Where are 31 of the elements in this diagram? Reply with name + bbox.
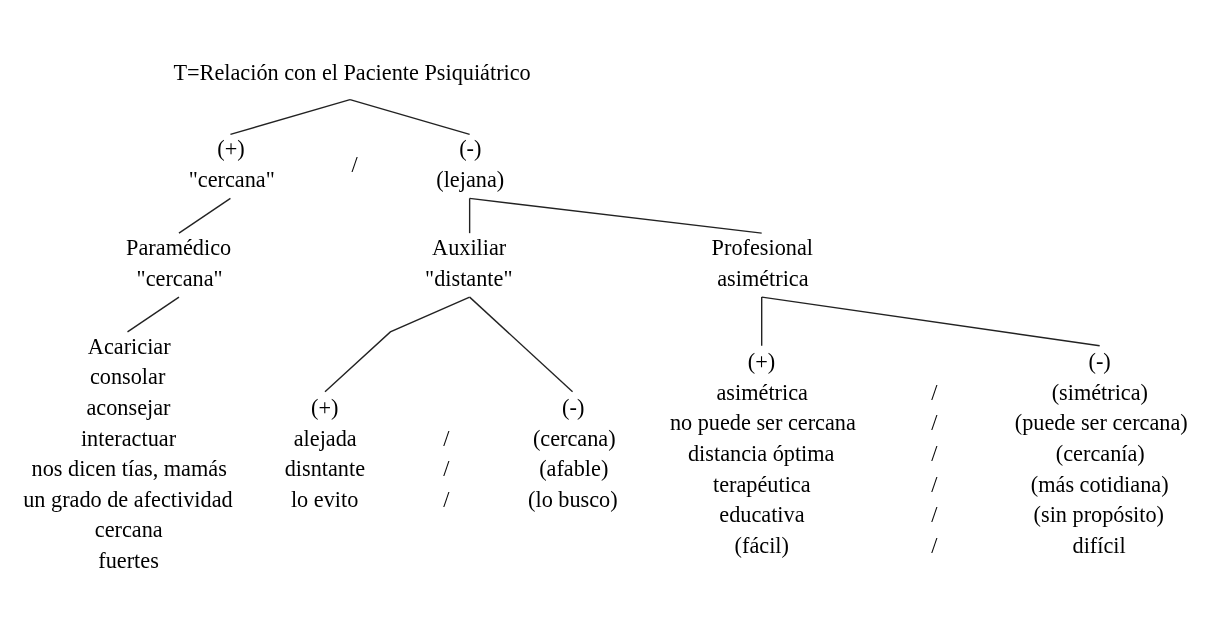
connector [349, 98, 471, 135]
node-text: (-) (cercana) (afable) (lo busco) [528, 394, 618, 512]
label: / [931, 409, 938, 435]
node-text: Auxiliar "distante" [425, 234, 513, 291]
label: / [443, 455, 450, 481]
node-text: Profesional asimétrica [711, 234, 813, 291]
label: / [931, 501, 938, 527]
connector [761, 295, 763, 346]
node-text: Acariciar consolar aconsejar interactuar nos dicen tías, mamás un grado de afectividad cercana fuertes [23, 333, 233, 573]
connector [178, 197, 232, 234]
label: / [351, 151, 358, 177]
connector [126, 295, 180, 333]
connector [468, 295, 574, 392]
label: / [443, 425, 450, 451]
connector [324, 295, 471, 392]
connector [468, 197, 763, 234]
node-text: (-) (simétrica) (puede ser cercana) (cercanía) (más cotidiana) (sin propósito) difícil [1014, 348, 1188, 558]
node-text: (+) alejada disntante lo evito [284, 394, 366, 512]
connector [229, 98, 351, 135]
node-text: Paramédico "cercana" [126, 234, 232, 291]
connector [761, 295, 1101, 346]
label: / [931, 471, 938, 497]
label: / [443, 486, 450, 512]
node-text: T=Relación con el Paciente Psiquiátrico [173, 59, 531, 85]
label: / [931, 440, 938, 466]
connector [468, 197, 471, 234]
node-text: (-) (lejana) [436, 135, 505, 192]
node-text: (+) asimétrica no puede ser cercana distancia óptima terapéutica educativa (fácil) [669, 348, 856, 558]
label: / [931, 532, 938, 558]
node-text: (+) "cercana" [188, 135, 275, 192]
label: / [931, 379, 938, 405]
